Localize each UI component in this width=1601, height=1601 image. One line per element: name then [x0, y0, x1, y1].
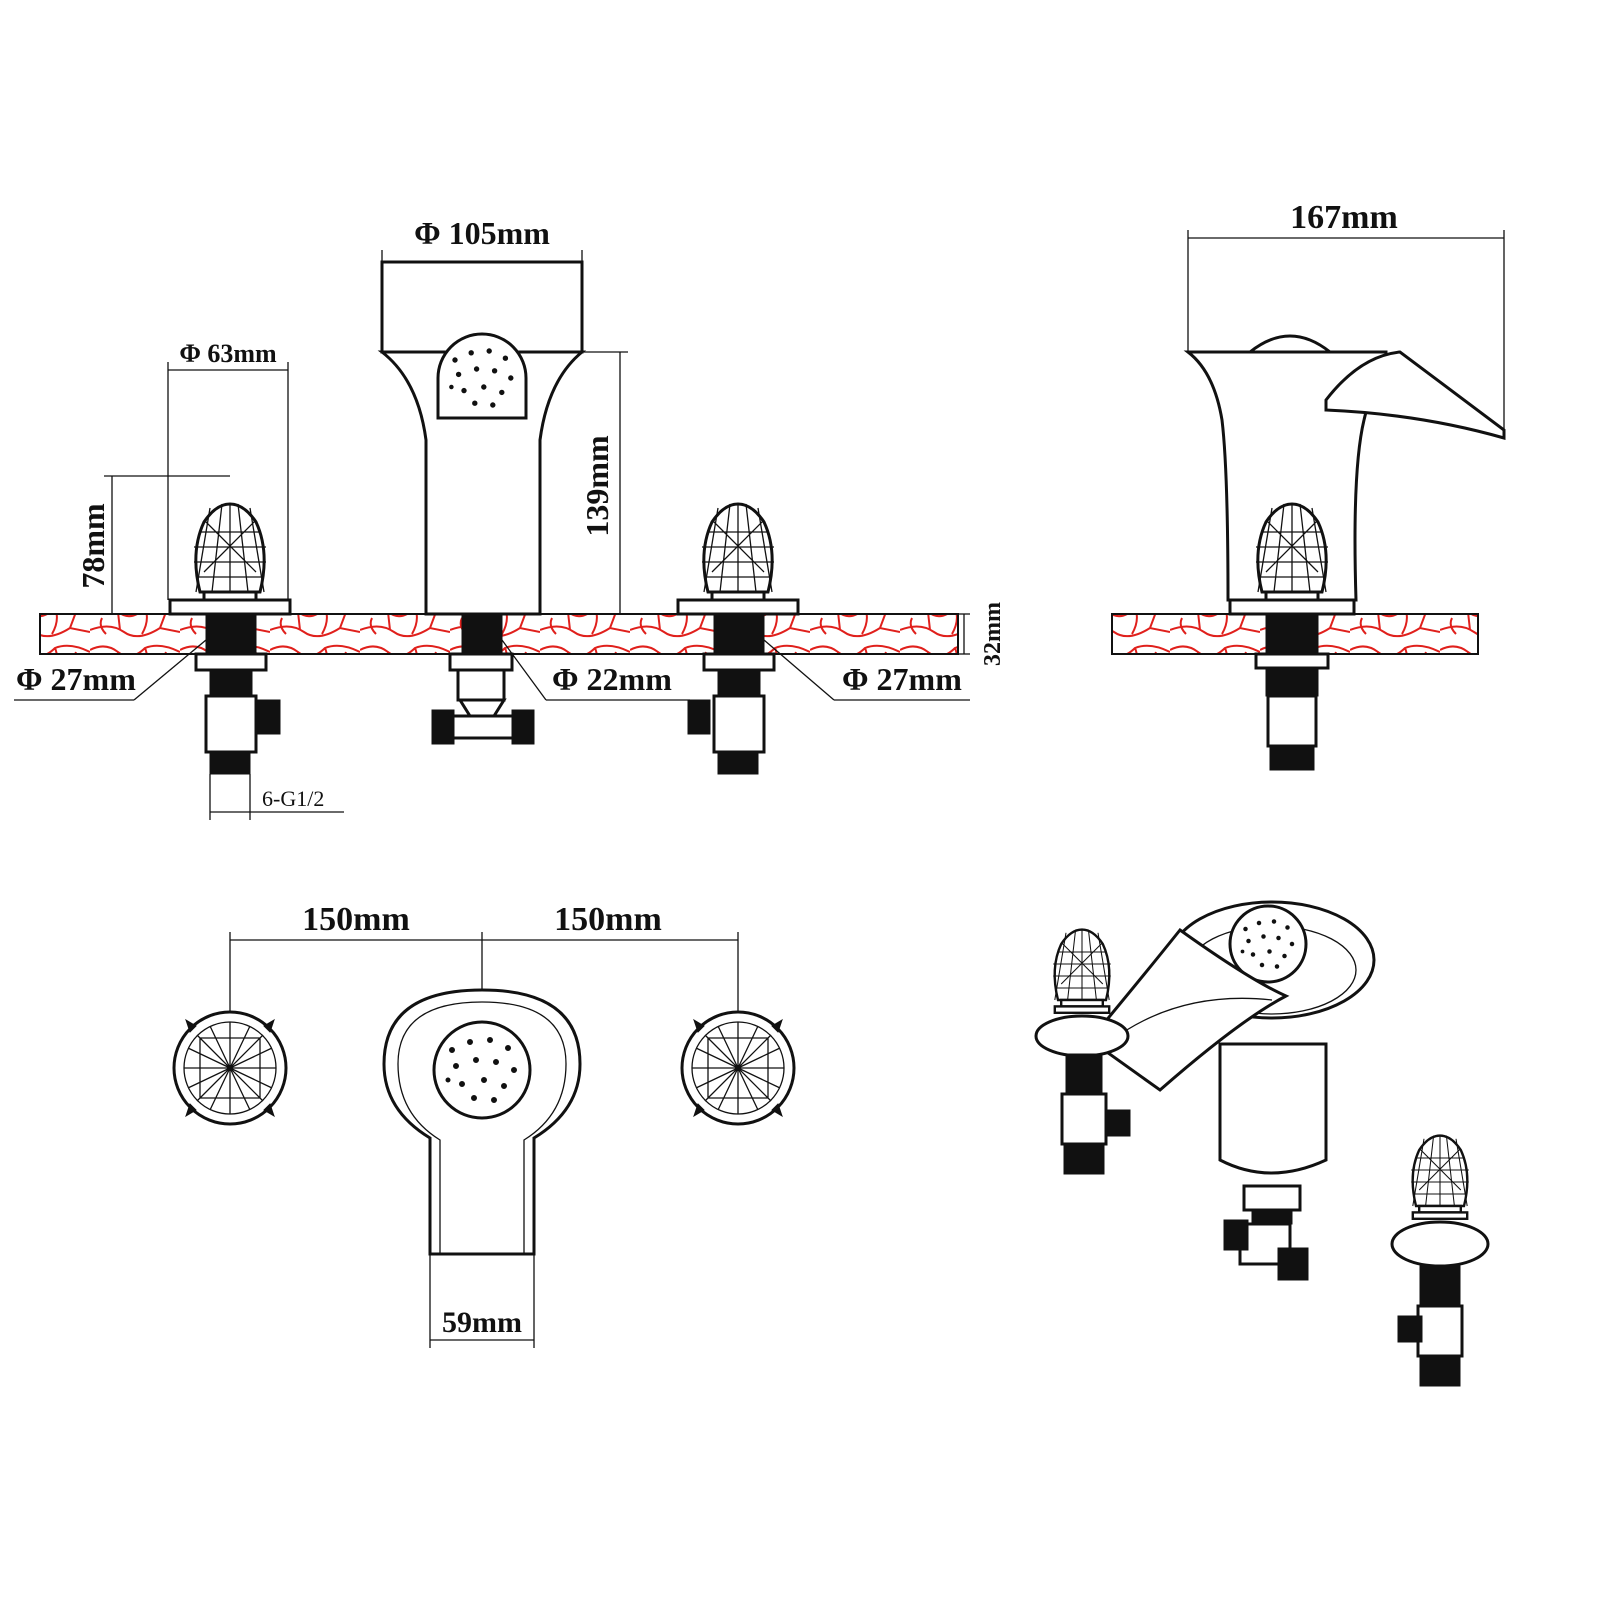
isometric-view	[1034, 900, 1490, 1387]
handle-height-label: 78mm	[75, 503, 111, 589]
spout-diameter-label: Φ 105mm	[414, 215, 550, 251]
counter-thickness-label: 32mm	[980, 602, 1006, 666]
left-knob-front	[192, 502, 268, 610]
thread-spec-label: 6-G1/2	[262, 786, 324, 811]
spout-height-label: 139mm	[579, 435, 615, 537]
top-view: 150mm 150mm 59mm	[172, 901, 796, 1348]
left-spacing-label: 150mm	[302, 901, 410, 938]
left-knob-iso	[1051, 928, 1113, 1014]
center-valve-body	[431, 652, 535, 745]
spout-iso	[1218, 1042, 1328, 1175]
front-view: Φ 105mm Φ 63mm 139mm 78mm 32mm Φ 27mm Φ …	[14, 215, 1006, 820]
center-hole-diameter-label: Φ 22mm	[552, 661, 672, 697]
left-hole-diameter-label: Φ 27mm	[16, 661, 136, 697]
right-knob-top	[680, 1010, 796, 1126]
right-knob-iso	[1409, 1134, 1471, 1221]
handle-diameter-label: Φ 63mm	[179, 339, 277, 368]
left-knob-top	[172, 1010, 288, 1126]
right-spacing-label: 150mm	[554, 901, 662, 938]
spout-reach-label: 167mm	[1290, 199, 1398, 236]
left-valve-body	[194, 652, 281, 775]
right-hole-diameter-label: Φ 27mm	[842, 661, 962, 697]
side-view: 167mm	[1111, 199, 1506, 771]
right-knob-front	[700, 502, 776, 610]
knob-side	[1254, 502, 1330, 610]
right-valve-body	[687, 652, 776, 775]
spout-top	[382, 988, 582, 1256]
spout-body-front	[377, 350, 587, 616]
spout-width-label: 59mm	[442, 1306, 522, 1339]
